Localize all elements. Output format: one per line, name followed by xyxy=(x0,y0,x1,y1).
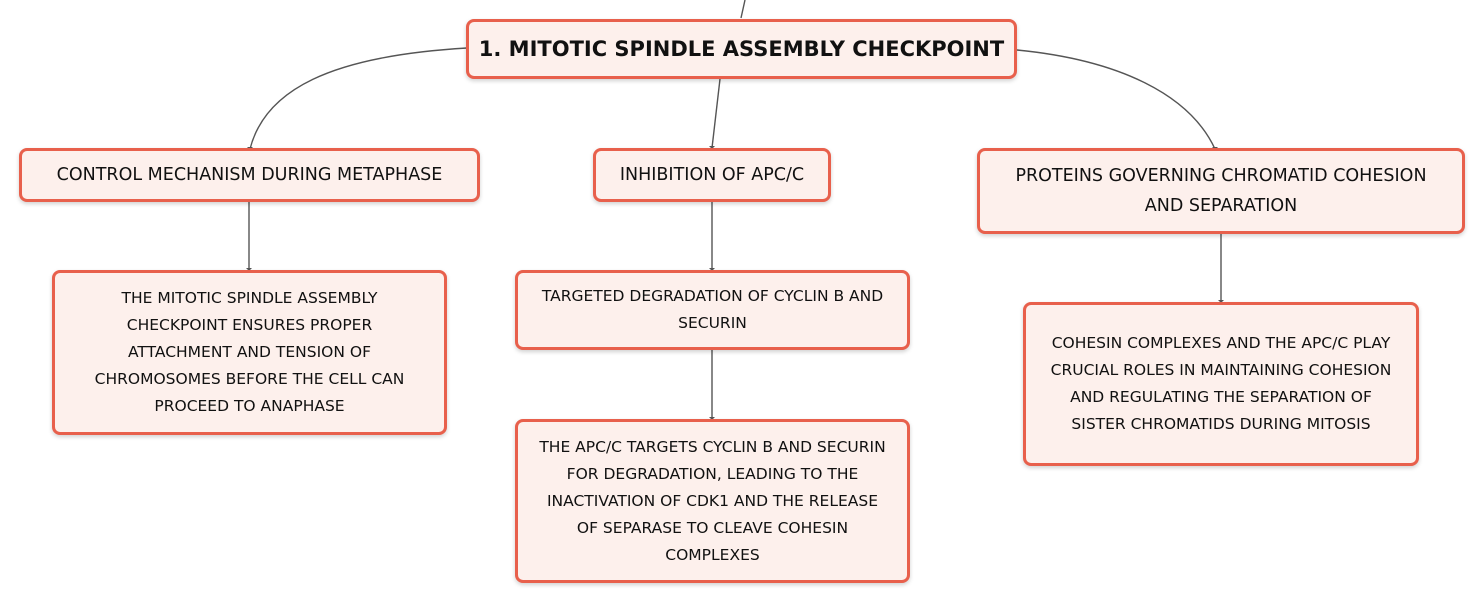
branch-node-chromatid-proteins[interactable]: PROTEINS GOVERNING CHROMATID COHESION AN… xyxy=(977,148,1465,234)
branch-node-label: PROTEINS GOVERNING CHROMATID COHESION AN… xyxy=(1015,166,1427,216)
leaf-node-label: COHESIN COMPLEXES AND THE APC/C PLAY CRU… xyxy=(1050,334,1392,433)
branch-node-control-mechanism[interactable]: CONTROL MECHANISM DURING METAPHASE xyxy=(19,148,480,202)
arrowhead xyxy=(709,417,715,420)
leaf-node-label: THE MITOTIC SPINDLE ASSEMBLY CHECKPOINT … xyxy=(94,289,405,415)
leaf-node-label: THE APC/C TARGETS CYCLIN B AND SECURIN F… xyxy=(539,437,886,564)
leaf-node-targeted-degradation[interactable]: TARGETED DEGRADATION OF CYCLIN B AND SEC… xyxy=(515,270,910,350)
leaf-node-cohesin-complexes[interactable]: COHESIN COMPLEXES AND THE APC/C PLAY CRU… xyxy=(1023,302,1419,466)
root-node-label: 1. MITOTIC SPINDLE ASSEMBLY CHECKPOINT xyxy=(478,37,1005,61)
connector-root-to-branch-3 xyxy=(1016,49,1216,150)
root-node[interactable]: 1. MITOTIC SPINDLE ASSEMBLY CHECKPOINT xyxy=(466,19,1017,79)
branch-node-label: CONTROL MECHANISM DURING METAPHASE xyxy=(56,165,443,185)
leaf-node-checkpoint-description[interactable]: THE MITOTIC SPINDLE ASSEMBLY CHECKPOINT … xyxy=(52,270,447,435)
leaf-node-apcc-targets[interactable]: THE APC/C TARGETS CYCLIN B AND SECURIN F… xyxy=(515,419,910,583)
leaf-node-label: TARGETED DEGRADATION OF CYCLIN B AND SEC… xyxy=(541,287,884,332)
arrowhead xyxy=(1218,300,1224,303)
connector-parent-to-root xyxy=(740,0,746,19)
branch-node-label: INHIBITION OF APC/C xyxy=(619,165,805,185)
arrowhead xyxy=(709,268,715,271)
connector-root-to-branch-1 xyxy=(249,47,468,150)
connector-root-to-branch-2 xyxy=(711,78,721,149)
branch-node-inhibition-apcc[interactable]: INHIBITION OF APC/C xyxy=(593,148,831,202)
arrowhead xyxy=(709,146,715,149)
arrowhead xyxy=(246,268,252,271)
